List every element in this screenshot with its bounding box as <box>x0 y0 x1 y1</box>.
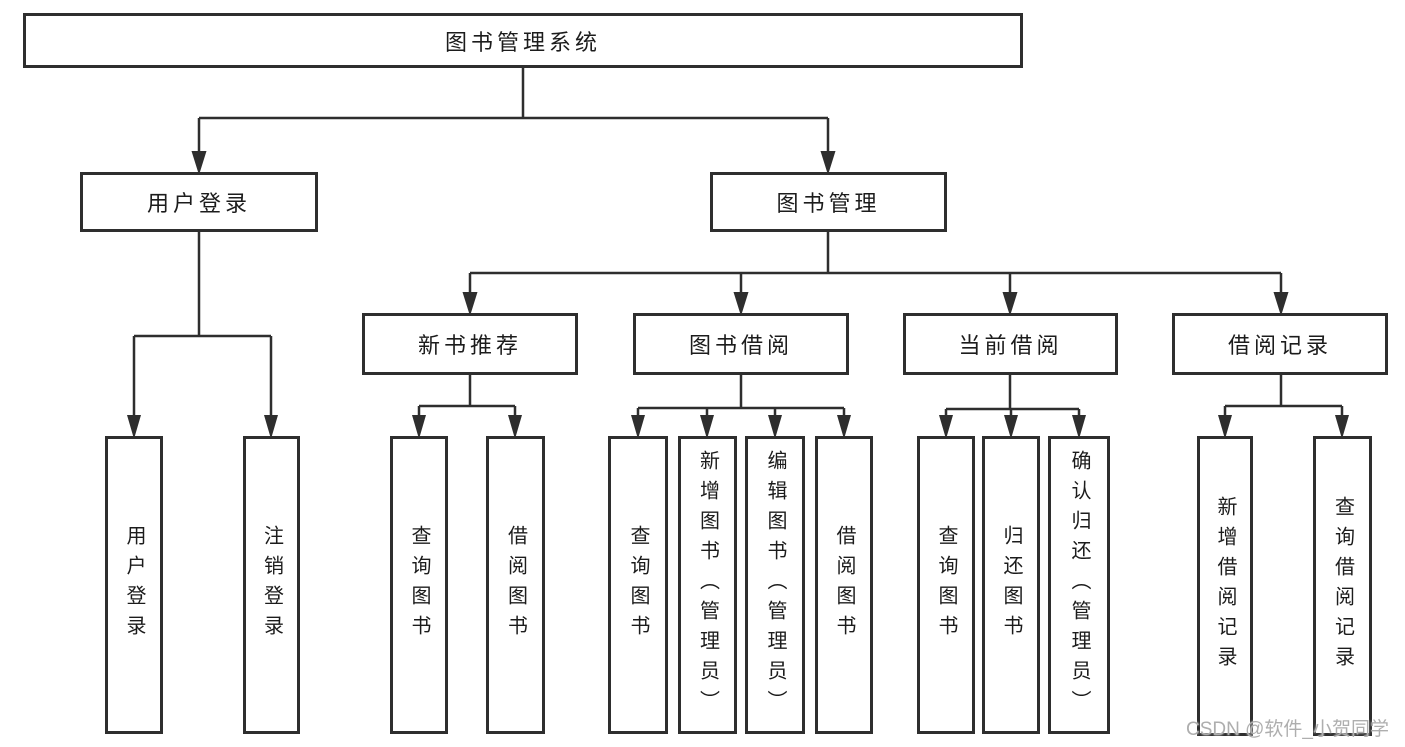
node-book-management: 图书管理 <box>710 172 947 232</box>
leaf-query-books: 查询图书 <box>390 436 448 734</box>
csdn-watermark: CSDN @软件_小贺同学 <box>1186 719 1389 740</box>
leaf-add-books-admin: 新增图书（管理员） <box>678 436 737 734</box>
branch-current-borrow <box>939 375 1086 439</box>
branch-user-login <box>127 232 278 439</box>
leaf-confirm-return-admin: 确认归还（管理员） <box>1048 436 1110 734</box>
leaf-edit-books-admin: 编辑图书（管理员） <box>745 436 805 734</box>
branch-book-management <box>462 232 1289 316</box>
leaf-return-books: 归还图书 <box>982 436 1040 734</box>
leaf-add-borrow-record: 新增借阅记录 <box>1197 436 1253 736</box>
leaf-user-login: 用户登录 <box>105 436 163 734</box>
node-new-book-recommend: 新书推荐 <box>362 313 578 375</box>
node-current-borrow: 当前借阅 <box>903 313 1118 375</box>
node-borrow-record: 借阅记录 <box>1172 313 1388 375</box>
node-user-login-group: 用户登录 <box>80 172 318 232</box>
branch-borrow-record <box>1218 375 1349 439</box>
branch-book-borrow <box>631 375 851 439</box>
leaf-borrow-books: 借阅图书 <box>815 436 873 734</box>
node-library-system: 图书管理系统 <box>23 13 1023 68</box>
node-book-borrow: 图书借阅 <box>633 313 849 375</box>
leaf-logout: 注销登录 <box>243 436 300 734</box>
branch-root <box>191 68 836 175</box>
branch-new-book-recommend <box>412 375 522 439</box>
leaf-query-books: 查询图书 <box>917 436 975 734</box>
leaf-query-books: 查询图书 <box>608 436 668 734</box>
leaf-borrow-books: 借阅图书 <box>486 436 545 734</box>
leaf-query-borrow-record: 查询借阅记录 <box>1313 436 1372 736</box>
